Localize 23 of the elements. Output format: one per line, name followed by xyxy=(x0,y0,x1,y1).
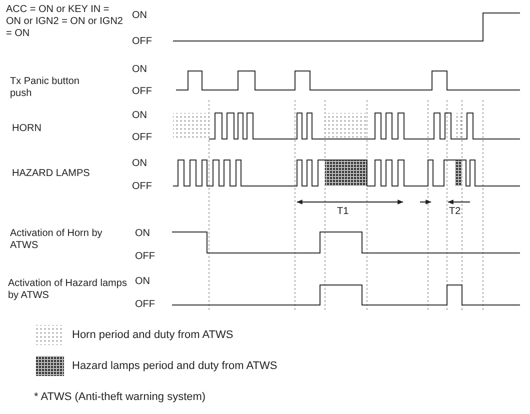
time-label: T2 xyxy=(449,206,462,218)
footnote: * ATWS (Anti-theft warning system) xyxy=(34,391,207,403)
state-label: ON xyxy=(132,64,148,76)
state-label: ON xyxy=(132,10,148,22)
state-label: ON xyxy=(135,276,151,288)
state-label: OFF xyxy=(132,132,153,144)
state-label: OFF xyxy=(132,86,153,98)
state-label: OFF xyxy=(132,181,153,193)
signal-name: Tx Panic button push xyxy=(10,76,80,100)
signal-name: HAZARD LAMPS xyxy=(12,168,91,180)
state-label: ON xyxy=(132,158,148,170)
signal-name: HORN xyxy=(12,123,42,135)
signal-name: Activation of Hazard lamps by ATWS xyxy=(8,278,128,302)
state-label: ON xyxy=(132,110,148,122)
signal-name: ACC = ON or KEY IN = ON or IGN2 = ON or IGN2 = ON xyxy=(6,4,124,40)
legend-text: Hazard lamps period and duty from ATWS xyxy=(72,360,278,372)
signal-name: Activation of Horn by ATWS xyxy=(10,228,104,252)
legend-text: Horn period and duty from ATWS xyxy=(72,329,234,341)
state-label: ON xyxy=(135,228,151,240)
time-label: T1 xyxy=(337,206,350,218)
state-label: OFF xyxy=(135,251,156,263)
state-label: OFF xyxy=(135,299,156,311)
state-label: OFF xyxy=(132,36,153,48)
